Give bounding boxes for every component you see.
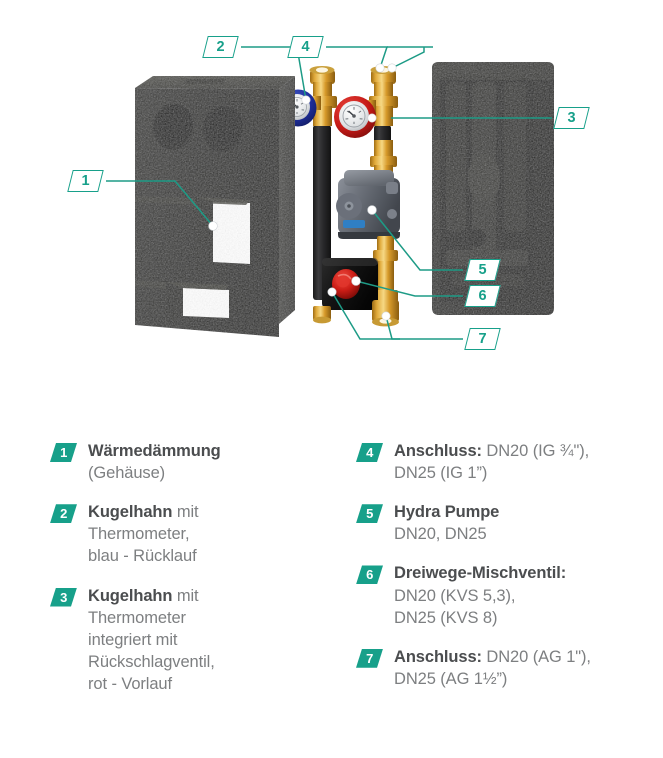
legend-item-6: 6 Dreiwege-Mischventil: DN20 (KVS 5,3), … <box>356 562 656 628</box>
legend-column-left: 1 Wärmedämmung (Gehäuse) 2 Kugelhahn mit… <box>50 440 328 758</box>
legend-item-7: 7 Anschluss: DN20 (AG 1"), DN25 (AG 1½”) <box>356 646 656 690</box>
diagram-svg <box>106 46 554 340</box>
callout-endpoint-dots <box>208 63 397 321</box>
legend-badge-6-number: 6 <box>366 567 373 583</box>
legend-text-2: Kugelhahn mit Thermometer, blau - Rückla… <box>88 501 199 567</box>
insulation-shell-front <box>135 76 295 337</box>
legend-line-2-0: Thermometer, <box>88 525 190 544</box>
legend-title-suffix-2: mit <box>172 503 199 522</box>
legend-line-5-0: DN20, DN25 <box>394 525 487 544</box>
legend-line-7-0: DN25 (AG 1½”) <box>394 669 508 688</box>
legend-badge-1: 1 <box>50 443 77 462</box>
legend-line-1-0: (Gehäuse) <box>88 464 166 483</box>
legend-badge-6: 6 <box>356 565 383 584</box>
legend-title-suffix-3: mit <box>172 586 199 605</box>
legend-badge-2: 2 <box>50 504 77 523</box>
legend-line-2-1: blau - Rücklauf <box>88 547 197 566</box>
callout-badge-6-number: 6 <box>478 288 487 304</box>
legend-item-5: 5 Hydra Pumpe DN20, DN25 <box>356 501 656 545</box>
legend-line-6-1: DN25 (KVS 8) <box>394 608 498 627</box>
legend-badge-2-number: 2 <box>60 506 67 522</box>
legend-badge-4-number: 4 <box>366 445 373 460</box>
legend-title-7: Anschluss: <box>394 647 482 666</box>
legend-badge-3-number: 3 <box>60 589 67 605</box>
legend-badge-5-number: 5 <box>366 506 373 522</box>
callout-badge-6: 6 <box>464 285 501 307</box>
return-pipe <box>313 125 331 300</box>
legend-badge-3: 3 <box>50 588 77 607</box>
legend: 1 Wärmedämmung (Gehäuse) 2 Kugelhahn mit… <box>0 440 663 758</box>
legend-item-1: 1 Wärmedämmung (Gehäuse) <box>50 440 328 484</box>
bottom-connection-left <box>313 306 331 324</box>
legend-text-4: Anschluss: DN20 (IG ¾"), DN25 (IG 1”) <box>394 440 589 484</box>
callout-badge-7: 7 <box>464 328 501 350</box>
three-way-mixing-valve <box>322 258 378 310</box>
legend-line-6-0: DN20 (KVS 5,3), <box>394 586 516 605</box>
legend-line-3-3: rot - Vorlauf <box>88 674 172 693</box>
legend-text-3: Kugelhahn mit Thermometer integriert mit… <box>88 585 215 696</box>
legend-line-3-1: integriert mit <box>88 630 178 649</box>
legend-badge-7-number: 7 <box>366 650 373 666</box>
legend-line-3-2: Rückschlagventil, <box>88 652 215 671</box>
legend-item-3: 3 Kugelhahn mit Thermometer integriert m… <box>50 585 328 696</box>
legend-title-suffix-4: DN20 (IG ¾"), <box>481 442 590 460</box>
legend-title-1: Wärmedämmung <box>88 442 221 460</box>
legend-title-6: Dreiwege-Mischventil: <box>394 564 567 583</box>
circulation-pump <box>336 170 400 239</box>
legend-title-suffix-7: DN20 (AG 1"), <box>481 647 591 666</box>
callout-badge-2: 2 <box>202 36 239 58</box>
legend-text-7: Anschluss: DN20 (AG 1"), DN25 (AG 1½”) <box>394 646 591 690</box>
legend-item-4: 4 Anschluss: DN20 (IG ¾"), DN25 (IG 1”) <box>356 440 656 484</box>
callout-badge-5-number: 5 <box>478 262 487 278</box>
callout-badge-5: 5 <box>464 259 501 281</box>
callout-badge-1: 1 <box>67 170 104 192</box>
ball-valve-red-thermometer <box>334 96 376 138</box>
legend-badge-4: 4 <box>356 443 383 462</box>
legend-line-4-0: DN25 (IG 1”) <box>394 464 488 483</box>
callout-badge-3-number: 3 <box>567 110 576 126</box>
legend-line-3-0: Thermometer <box>88 608 186 627</box>
legend-text-6: Dreiwege-Mischventil: DN20 (KVS 5,3), DN… <box>394 562 566 628</box>
legend-title-3: Kugelhahn <box>88 586 173 605</box>
legend-item-2: 2 Kugelhahn mit Thermometer, blau - Rück… <box>50 501 328 567</box>
legend-text-5: Hydra Pumpe DN20, DN25 <box>394 501 499 545</box>
legend-badge-1-number: 1 <box>60 445 67 460</box>
callout-3-endpoint-dot <box>367 113 377 123</box>
legend-title-4: Anschluss: <box>394 442 482 460</box>
callout-badge-2-number: 2 <box>216 39 225 55</box>
bottom-connection-right <box>372 300 399 327</box>
callout-badge-1-number: 1 <box>81 173 90 189</box>
legend-title-2: Kugelhahn <box>88 503 173 522</box>
legend-text-1: Wärmedämmung (Gehäuse) <box>88 440 221 484</box>
callout-badge-4-number: 4 <box>301 39 310 55</box>
callout-badge-4: 4 <box>287 36 324 58</box>
exploded-product-diagram: 1 2 3 4 5 6 7 <box>67 36 590 350</box>
hydraulic-assembly <box>279 66 400 327</box>
callout-badge-7-number: 7 <box>478 331 487 347</box>
legend-title-5: Hydra Pumpe <box>394 503 500 522</box>
callout-badge-3: 3 <box>553 107 590 129</box>
legend-column-right: 4 Anschluss: DN20 (IG ¾"), DN25 (IG 1”) … <box>356 440 656 758</box>
legend-badge-7: 7 <box>356 649 383 668</box>
legend-badge-5: 5 <box>356 504 383 523</box>
